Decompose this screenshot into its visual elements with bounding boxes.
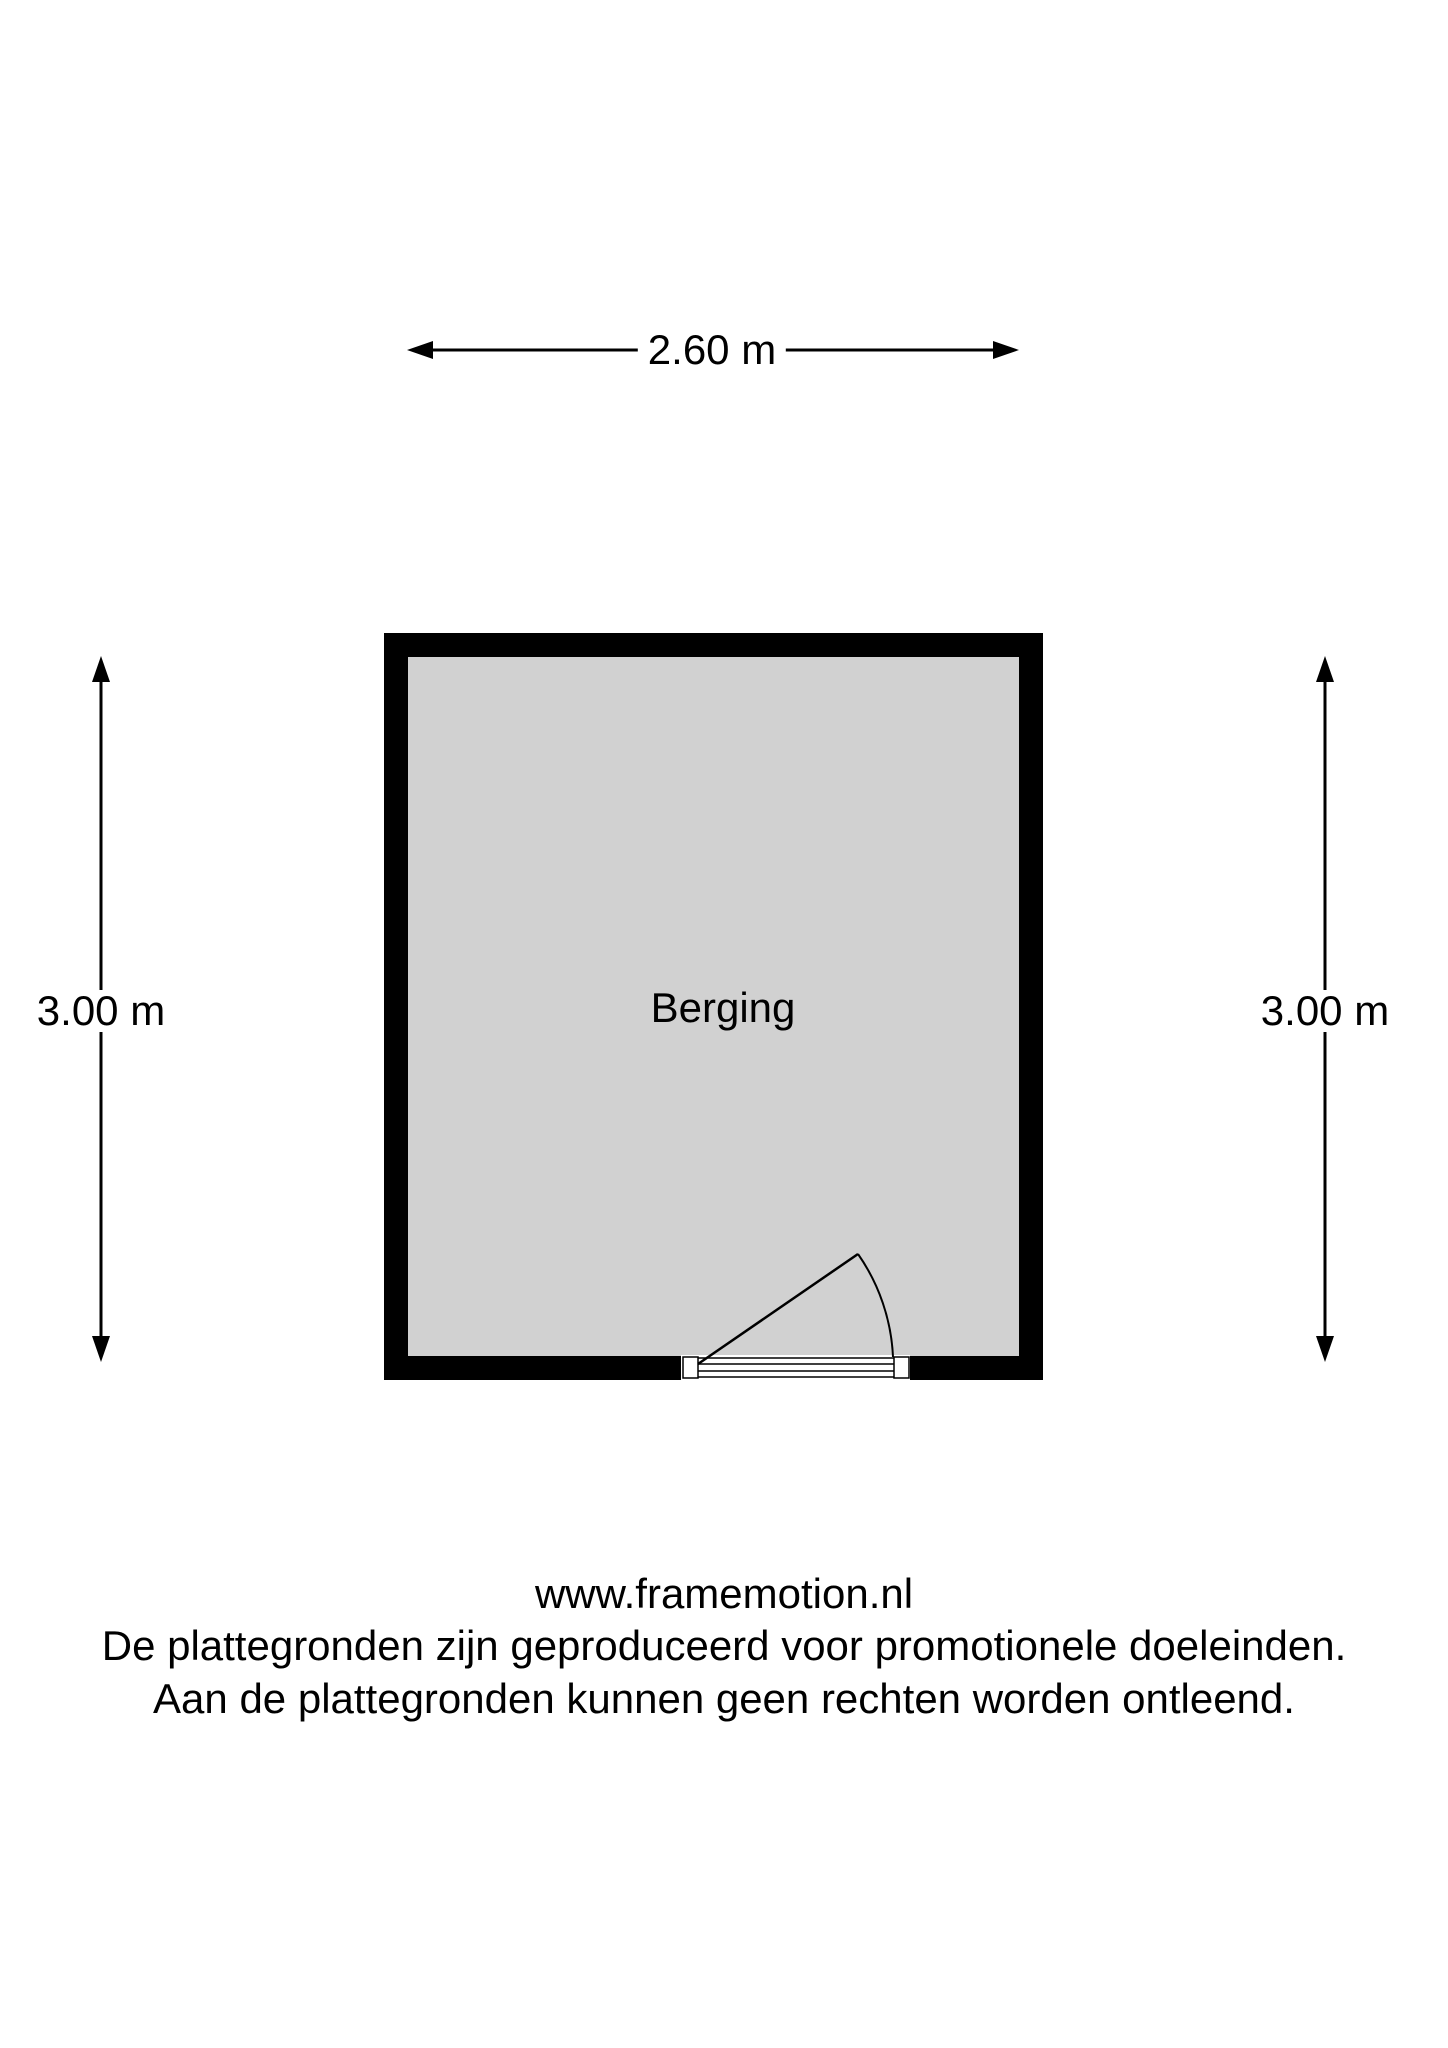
- door: [681, 1252, 910, 1381]
- door-swing-arc: [857, 1253, 894, 1358]
- website-text: www.framemotion.nl: [534, 1570, 914, 1617]
- room-label: Berging: [650, 984, 796, 1031]
- room-floor: [408, 657, 1019, 1356]
- disclaimer-line-2: Aan de plattegronden kunnen geen rechten…: [153, 1675, 1295, 1722]
- height-label-right: 3.00 m: [1250, 990, 1400, 1032]
- height-label-left: 3.00 m: [26, 990, 176, 1032]
- door-leaf: [697, 1252, 859, 1366]
- disclaimer-line-1: De plattegronden zijn geproduceerd voor …: [101, 1622, 1347, 1669]
- width-label: 2.60 m: [637, 329, 787, 371]
